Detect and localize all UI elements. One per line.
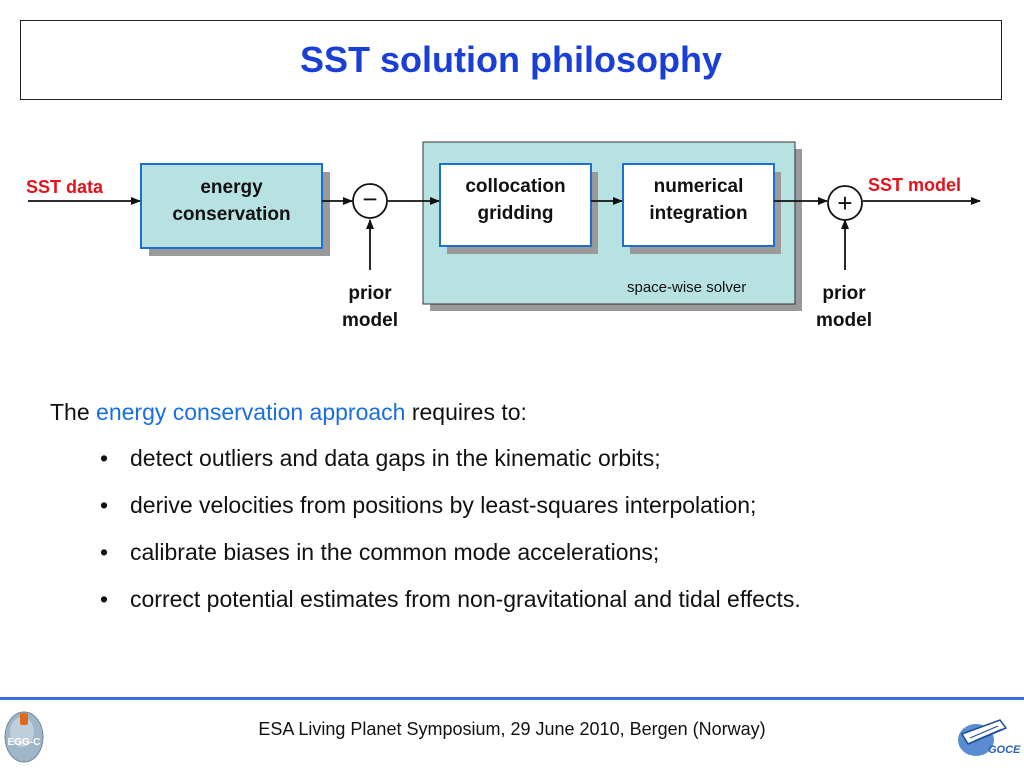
- prior-model-left-label: prior model: [320, 280, 420, 334]
- bullet-text: derive velocities from positions by leas…: [130, 492, 757, 518]
- intro-suffix: requires to:: [411, 399, 527, 425]
- body-text: The energy conservation approach require…: [50, 396, 990, 630]
- prior-model-left-line-2: model: [342, 310, 398, 331]
- bullet-text: correct potential estimates from non-gra…: [130, 586, 801, 612]
- integration-block-line-1: numerical: [653, 176, 744, 197]
- bullet-icon: •: [100, 539, 109, 565]
- bullet-list: • detect outliers and data gaps in the ki…: [50, 442, 990, 615]
- subtract-junction: [352, 183, 388, 219]
- title-frame: SST solution philosophy: [20, 20, 1002, 100]
- output-label: SST model: [868, 175, 962, 195]
- energy-block: [140, 163, 323, 249]
- bullet-icon: •: [100, 492, 109, 518]
- goce-satellite-icon: [958, 719, 1008, 756]
- integration-block: [622, 163, 775, 247]
- prior-model-right-label: prior model: [794, 280, 894, 334]
- intro-prefix: The: [50, 399, 90, 425]
- collocation-block-line-1: collocation: [465, 176, 566, 197]
- block-diagram: − +: [28, 141, 981, 311]
- prior-model-left-line-1: prior: [348, 283, 392, 304]
- footer-text: ESA Living Planet Symposium, 29 June 201…: [258, 719, 766, 739]
- egg-c-logo-icon: EGG-C: [4, 711, 44, 763]
- energy-block-label: energy conservation: [141, 174, 322, 228]
- intro-paragraph: The energy conservation approach require…: [50, 396, 990, 428]
- bullet-text: calibrate biases in the common mode acce…: [130, 539, 660, 565]
- add-junction: [827, 185, 863, 221]
- footer-divider: [0, 697, 1024, 700]
- list-item: • detect outliers and data gaps in the ki…: [50, 442, 990, 474]
- input-label: SST data: [26, 177, 104, 197]
- list-item: • calibrate biases in the common mode acc…: [50, 536, 990, 568]
- list-item: • correct potential estimates from non-gr…: [50, 583, 990, 615]
- collocation-block: [439, 163, 592, 247]
- egg-c-logo-text: EGG-C: [8, 737, 41, 748]
- list-item: • derive velocities from positions by lea…: [50, 489, 990, 521]
- bullet-icon: •: [100, 445, 109, 471]
- integration-block-line-2: integration: [649, 203, 748, 224]
- goce-logo-text: GOCE: [988, 744, 1021, 756]
- energy-block-line-2: conservation: [172, 204, 291, 225]
- prior-model-right-line-1: prior: [822, 283, 866, 304]
- collocation-block-line-2: gridding: [477, 203, 554, 224]
- goce-logo: GOCE: [954, 714, 1020, 765]
- prior-model-right-line-2: model: [816, 310, 872, 331]
- energy-block-line-1: energy: [200, 177, 263, 198]
- intro-highlight: energy conservation approach: [96, 399, 406, 425]
- integration-block-label: numerical integration: [623, 173, 774, 227]
- collocation-block-label: collocation gridding: [440, 173, 591, 227]
- solver-caption: space-wise solver: [627, 279, 747, 296]
- bullet-icon: •: [100, 586, 109, 612]
- page-title: SST solution philosophy: [300, 39, 722, 80]
- add-symbol: +: [837, 188, 852, 218]
- subtract-symbol: −: [362, 184, 377, 214]
- bullet-text: detect outliers and data gaps in the kin…: [130, 445, 661, 471]
